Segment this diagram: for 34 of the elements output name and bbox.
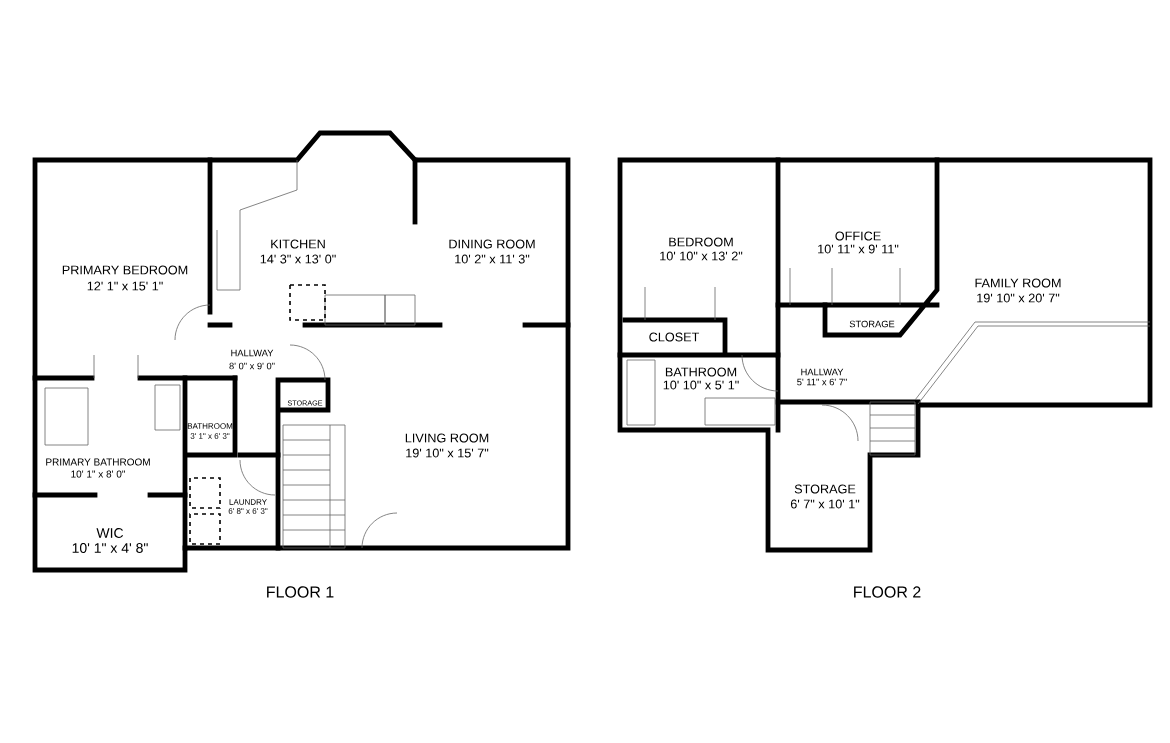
room-label: BEDROOM xyxy=(669,237,733,247)
dimension-label: 10' 2" x 11' 3" xyxy=(455,254,530,264)
room-label: KITCHEN xyxy=(271,239,325,249)
dimension-label: 10' 1" x 8' 0" xyxy=(71,470,125,478)
room-label: CLOSET xyxy=(649,332,700,342)
dimension-label: 6' 8" x 6' 3" xyxy=(228,508,268,514)
room-label: DINING ROOM xyxy=(449,239,535,249)
dimension-label: 6' 7" x 10' 1" xyxy=(790,499,860,509)
dimension-label: 10' 10" x 13' 2" xyxy=(660,251,743,261)
room-label: PRIMARY BATHROOM xyxy=(46,458,150,466)
room-label: OFFICE xyxy=(835,231,881,241)
dimension-label: 8' 0" x 9' 0" xyxy=(229,362,275,370)
dimension-label: 19' 10" x 15' 7" xyxy=(406,448,489,458)
dimension-label: 10' 11" x 9' 11" xyxy=(818,244,899,254)
dimension-label: 5' 11" x 6' 7" xyxy=(797,378,847,386)
dimension-label: 19' 10" x 20' 7" xyxy=(977,293,1060,303)
room-label: STORAGE xyxy=(849,320,895,328)
floor-title: FLOOR 1 xyxy=(267,586,334,598)
room-label: FAMILY ROOM xyxy=(975,278,1061,288)
room-label: HALLWAY xyxy=(801,368,844,376)
room-label: STORAGE xyxy=(794,484,856,494)
room-label: HALLWAY xyxy=(231,349,274,357)
room-label: BATHROOM xyxy=(187,423,233,429)
room-label: WIC xyxy=(96,528,124,538)
room-label: PRIMARY BEDROOM xyxy=(62,265,188,275)
dimension-label: 12' 1" x 15' 1" xyxy=(87,281,163,291)
floor-title: FLOOR 2 xyxy=(854,586,921,598)
dimension-label: 14' 3" x 13' 0" xyxy=(260,254,336,264)
dimension-label: 10' 1" x 4' 8" xyxy=(72,543,148,553)
room-label: LAUNDRY xyxy=(229,499,267,505)
room-label: LIVING ROOM xyxy=(405,433,489,443)
dimension-label: 10' 10" x 5' 1" xyxy=(663,380,739,390)
room-label: BATHROOM xyxy=(665,367,737,377)
dimension-label: 3' 1" x 6' 3" xyxy=(190,433,230,439)
